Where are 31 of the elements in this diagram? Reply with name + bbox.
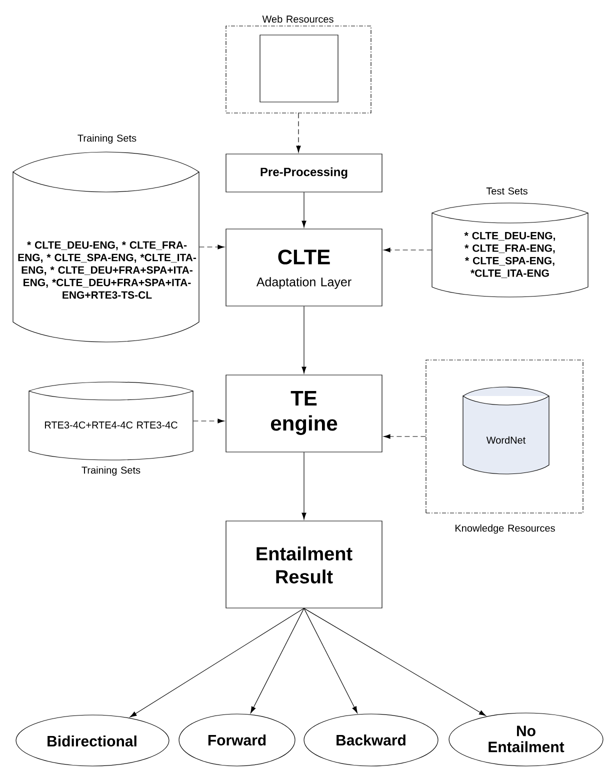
arrow [383, 434, 426, 439]
box-subtitle: Adaptation Layer [256, 277, 352, 289]
cylinder-caption: Test Sets [486, 187, 528, 195]
arrow [192, 418, 225, 424]
arrow [304, 608, 358, 714]
ellipse-label: Backward [336, 734, 406, 746]
dataset-list: * CLTE_DEU-ENG, * CLTE_FRA-ENG, * CLTE_SPA-ENG, *CLTE_ITA-ENG [464, 232, 555, 278]
empty-box [260, 34, 338, 102]
ellipse-label: Bidirectional [48, 736, 136, 746]
arrow [198, 244, 225, 250]
dataset-list: * CLTE_DEU-ENG, * CLTE_FRA-ENG, * CLTE_SPA-ENG, *CLTE_ITA-ENG, * CLTE_DEU+FRA+SPA+ITA-ENG, *CLTE_DEU+FRA+SPA+ITA-ENG+RTE3-TS-CL [18, 241, 196, 299]
ellipse-label: No Entailment [488, 726, 564, 752]
box-title: CLTE [278, 250, 330, 264]
arrow [130, 608, 304, 718]
group-label: Web Resources [262, 15, 334, 23]
ellipse-label: Forward [208, 734, 266, 746]
cylinder-caption: Training Sets [78, 134, 136, 144]
dataset-list: RTE3-4C+RTE4-4C RTE3-4C [45, 421, 178, 429]
box-title: TE engine [270, 391, 338, 435]
cylinder-caption: Training Sets [82, 466, 140, 476]
arrow [250, 608, 304, 714]
arrow [302, 192, 306, 228]
arrow [304, 608, 486, 716]
cylinder-label: WordNet [486, 436, 526, 444]
arrow [383, 248, 432, 252]
arrow [296, 113, 301, 153]
box-title: Entailment Result [256, 546, 352, 584]
arrow [302, 306, 306, 374]
box-label: Pre-Processing [260, 167, 348, 179]
group-label: Knowledge Resources [456, 524, 555, 534]
arrow [302, 452, 306, 520]
